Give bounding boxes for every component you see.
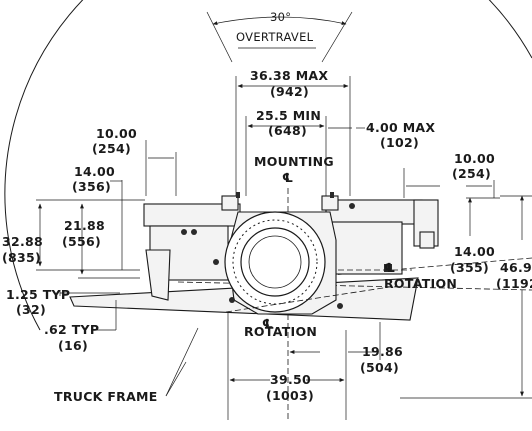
mounting-label: MOUNTING (254, 154, 334, 169)
dim-36-38 (235, 76, 351, 196)
right-end-cap (419, 231, 435, 249)
rotation-centerline-bottom (225, 285, 397, 313)
rotation-right-label: ROTATION (384, 276, 457, 291)
swing-bearing-ring (232, 219, 318, 305)
dim-1-25-mm: (32) (16, 302, 46, 317)
mounting-bolt-right (330, 192, 334, 198)
pivot-block (384, 264, 392, 272)
truck-frame-label: TRUCK FRAME (54, 389, 158, 404)
dim-21-88-mm: (556) (62, 234, 101, 249)
rotation-right-centerline-symbol: ℄ (384, 260, 396, 275)
rotation-bottom-centerline-symbol: ℄ (262, 316, 274, 331)
dim-62-inches: .62 TYP (44, 322, 99, 337)
dim-39-50-mm: (1003) (266, 388, 314, 403)
dim-4-00-mm: (102) (380, 135, 419, 150)
swing-bearing-inner (240, 227, 310, 297)
rotation-bottom-label: ROTATION (244, 324, 317, 339)
overtravel-label: OVERTRAVEL (236, 30, 314, 44)
truck-frame-leader-2 (165, 361, 187, 397)
dim-19-86 (289, 322, 381, 360)
overtravel-indicator (206, 11, 353, 63)
detail-bolt (213, 259, 219, 265)
dim-10-00-right-inches: 10.00 (454, 151, 495, 166)
dim-19-86-mm: (504) (360, 360, 399, 375)
dim-46-9-mm: (1192 (496, 276, 532, 291)
dim-32-88-mm: (835) (2, 250, 41, 265)
dim-10-00-right (403, 168, 495, 198)
dim-1-25 (59, 290, 120, 296)
dim-14-00-left (110, 180, 123, 270)
detail-bolt (349, 203, 355, 209)
dim-10-00-left-mm: (254) (92, 141, 131, 156)
dim-62 (92, 300, 117, 331)
dim-39-50 (227, 312, 347, 420)
detail-bolt (337, 303, 343, 309)
detail-bolt (191, 229, 197, 235)
truck-frame-leader-1 (165, 327, 199, 397)
dim-36-38-mm: (942) (270, 84, 309, 99)
detail-bolt (229, 297, 235, 303)
dim-14-00-left-mm: (356) (72, 179, 111, 194)
dim-14-00-right-mm: (355) (450, 260, 489, 275)
dim-25-5-mm: (648) (268, 123, 307, 138)
left-foot (145, 249, 171, 301)
dim-14-00-right-inches: 14.00 (454, 244, 495, 259)
right-outrigger-beam (325, 199, 423, 225)
mounting-bolt-left (236, 192, 240, 198)
dim-10-00-left (145, 140, 177, 196)
dim-21-88-inches: 21.88 (64, 218, 105, 233)
overtravel-angle: 30° (270, 10, 291, 24)
mounting-pad-right (321, 195, 339, 211)
swing-bearing-core (248, 235, 302, 289)
dim-25-5-inches: 25.5 MIN (256, 108, 321, 123)
dim-4-00-inches: 4.00 MAX (366, 120, 435, 135)
dim-36-38-inches: 36.38 MAX (250, 68, 328, 83)
dim-10-00-right-mm: (254) (452, 166, 491, 181)
dim-10-00-left-inches: 10.00 (96, 126, 137, 141)
dim-46-9 (400, 195, 532, 399)
dim-39-50-inches: 39.50 (270, 372, 311, 387)
dim-14-00-right (466, 197, 500, 236)
dim-19-86-inches: 19.86 (362, 344, 403, 359)
dim-25-5 (245, 116, 327, 196)
dim-21-88 (78, 199, 145, 279)
dim-46-9-inches: 46.9 (500, 260, 532, 275)
dim-32-88-inches: 32.88 (2, 234, 43, 249)
dim-32-88 (36, 199, 140, 271)
mounting-centerline-symbol: ℄ (282, 170, 294, 185)
swing-radius-arc (4, 0, 532, 331)
dim-62-mm: (16) (58, 338, 88, 353)
mounting-pad-left (221, 195, 239, 211)
detail-bolt (181, 229, 187, 235)
dim-1-25-inches: 1.25 TYP (6, 287, 70, 302)
dim-14-00-left-inches: 14.00 (74, 164, 115, 179)
